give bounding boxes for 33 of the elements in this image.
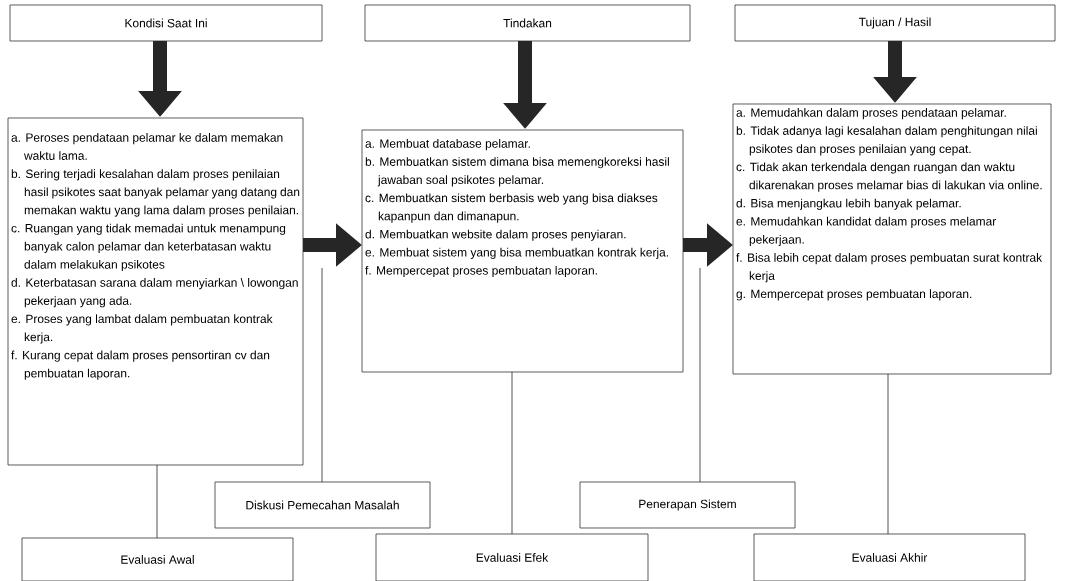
connector-line [511,371,513,535]
list-item: b. Sering terjadi kesalahan dalam proses penilaian hasil psikotes saat banyak pelamar yang datang dan memakan waktu yang lama dalam proses penilaian. [11,169,300,217]
list-item: a. Memudahkan dalam proses pendataan pelamar. [736,108,1006,120]
label-box: Evaluasi Efek [375,533,649,581]
connector-line [699,267,701,483]
label-box: Tujuan / Hasil [734,4,1056,42]
label-box: Evaluasi Awal [21,537,294,581]
list-item: d. Keterbatasan sarana dalam menyiarkan \ lowongan pekerjaan yang ada. [11,278,298,308]
list-item: a. Peroses pendataan pelamar ke dalam memakan waktu lama. [11,133,283,160]
list-item: e. Proses yang lambat dalam pembuatan kontrak kerja. [11,314,273,344]
text-box [732,103,1052,375]
list-item: c. Membuatkan sistem berbasis web yang bisa diakses kapanpun dan dimanapun. [365,193,658,223]
connector-line [156,464,158,539]
list-item: d. Bisa menjangkau lebih banyak pelamar. [736,198,961,210]
text-box [7,117,304,466]
list-item: f. Mempercepat proses pembuatan laporan. [365,265,597,278]
label-box: Diskusi Pemecahan Masalah [214,481,431,529]
list-item: f. Kurang cepat dalam proses pensortiran cv dan pembuatan laporan. [11,350,270,380]
label-box: Kondisi Saat Ini [9,4,323,42]
label-box: Evaluasi Akhir [753,533,1026,581]
list-item: g. Mempercepat proses pembuatan laporan. [736,289,972,301]
connector-line [887,373,889,535]
list-item: b. Membuatkan sistem dimana bisa memengkoreksi hasil jawaban soal psikotes pelamar. [365,157,669,187]
list-item: d. Membuatkan website dalam proses penyiaran. [365,229,626,241]
list-item: a. Membuat database pelamar. [365,139,530,151]
list-item: b. Tidak adanya lagi kesalahan dalam penghitungan nilai psikotes dan proses penilaian yang cepat. [736,126,1037,156]
list-item: e. Membuat sistem yang bisa membuatkan kontrak kerja. [365,247,668,259]
list-item: e. Memudahkan kandidat dalam proses melamar pekerjaan. [736,216,996,247]
label-box: Penerapan Sistem [579,481,796,529]
text-box [361,129,684,373]
connector-line [321,267,323,483]
list-item: c. Tidak akan terkendala dengan ruangan dan waktu dikarenakan proses melamar bias di lakukan via online. [736,162,1042,192]
label-box: Tindakan [364,4,691,42]
